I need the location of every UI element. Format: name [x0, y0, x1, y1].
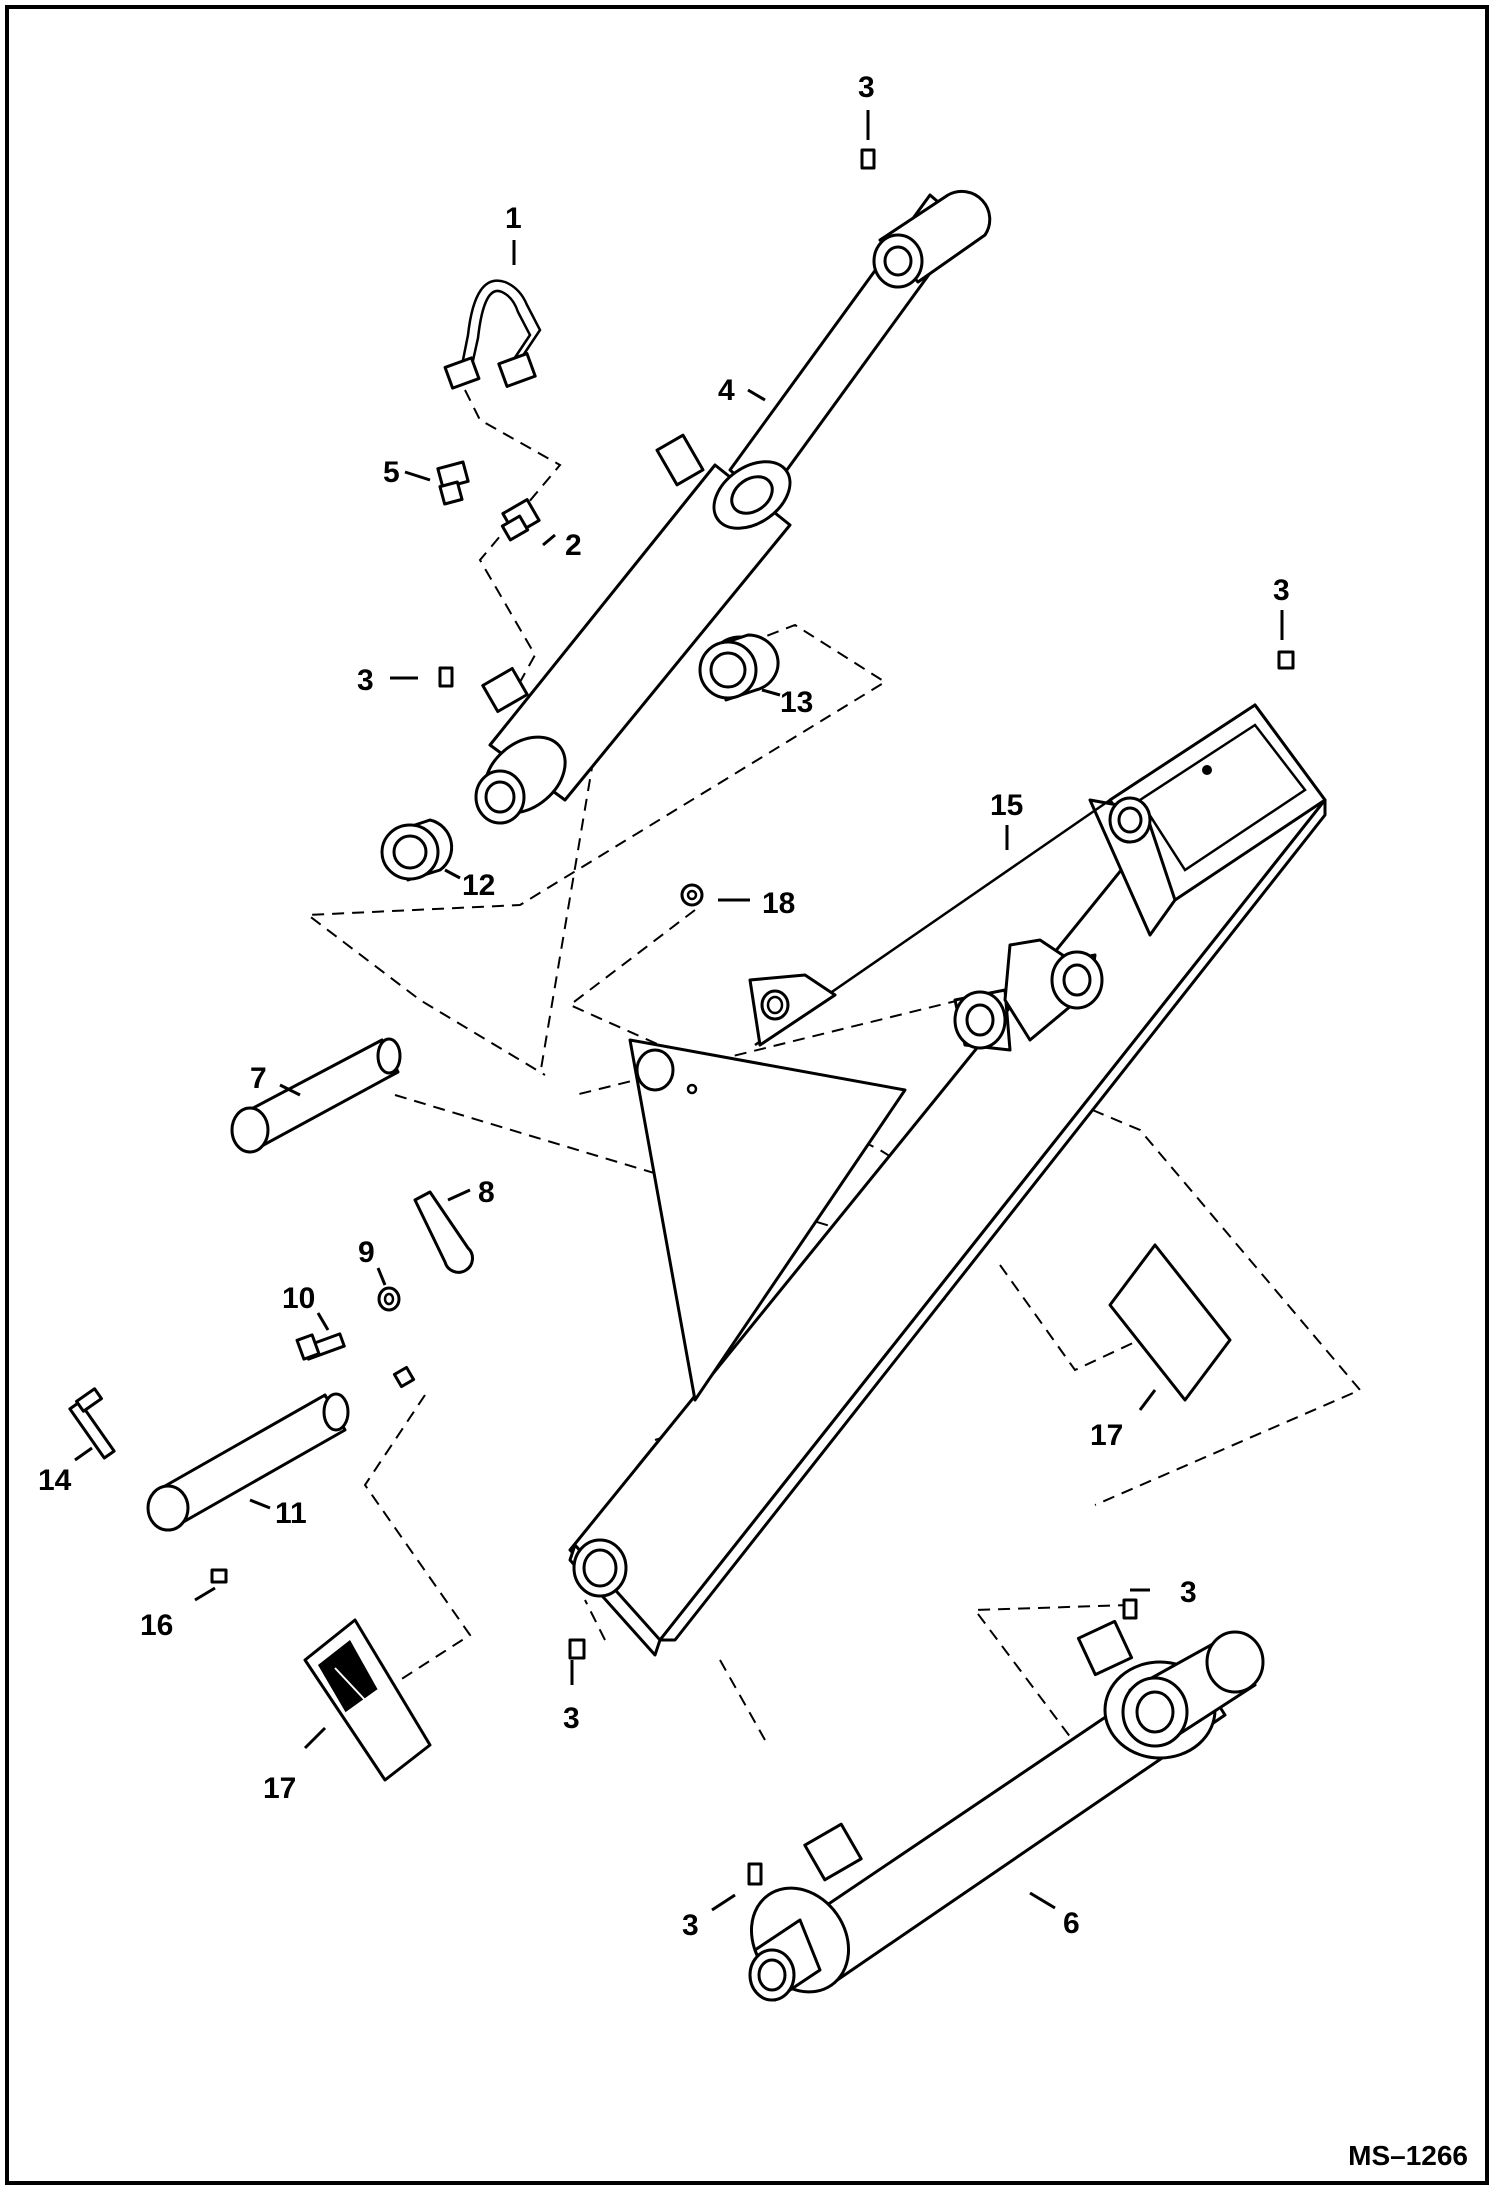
callout-1: 1 — [505, 202, 522, 235]
callout-15: 15 — [990, 789, 1023, 822]
callout-7: 7 — [250, 1062, 267, 1095]
callout-2: 2 — [565, 529, 582, 562]
callout-9: 9 — [358, 1236, 375, 1269]
callout-12: 12 — [462, 869, 495, 902]
callout-3: 3 — [357, 664, 374, 697]
assembly-dashed-lines — [305, 389, 1362, 1752]
callout-17: 17 — [263, 1772, 296, 1805]
callout-14: 14 — [38, 1464, 72, 1497]
diagram-frame — [5, 5, 1489, 2185]
callout-13: 13 — [780, 686, 813, 719]
part-14-bolt — [68, 1387, 116, 1460]
part-2-fitting — [500, 498, 541, 542]
callout-5: 5 — [383, 456, 400, 489]
part-1-hydraulic-hose — [443, 279, 542, 390]
part-16-nut — [210, 1568, 228, 1584]
callout-3: 3 — [563, 1702, 580, 1735]
part-13-bushing — [698, 633, 780, 702]
callout-3: 3 — [682, 1909, 699, 1942]
callout-labels: 3 1 4 5 2 3 3 13 15 12 18 7 8 9 10 14 11… — [38, 71, 1290, 1942]
callout-17: 17 — [1090, 1419, 1123, 1452]
callout-3: 3 — [1180, 1576, 1197, 1609]
callout-4: 4 — [718, 374, 735, 407]
part-9-washer — [377, 1286, 401, 1312]
callout-3: 3 — [858, 71, 875, 104]
callout-3: 3 — [1273, 574, 1290, 607]
callout-16: 16 — [140, 1609, 173, 1642]
callout-6: 6 — [1063, 1907, 1080, 1940]
part-17-decal-right — [1108, 1243, 1232, 1402]
part-10-bolt — [295, 1332, 346, 1361]
part-5-fitting — [436, 460, 470, 506]
part-8-retainer — [413, 1190, 474, 1274]
leader-lines — [74, 110, 1284, 1912]
part-3-grease-fittings — [392, 148, 1295, 1886]
part-18-nut — [680, 883, 704, 907]
callout-18: 18 — [762, 887, 795, 920]
part-12-bushing — [380, 818, 454, 882]
part-17-decal-left — [303, 1618, 432, 1782]
part-11-pin — [146, 1392, 350, 1532]
callout-11: 11 — [275, 1497, 307, 1530]
part-15-boom-arm — [568, 703, 1327, 1657]
callout-10: 10 — [282, 1282, 315, 1315]
part-6-lower-cylinder — [748, 1619, 1265, 2002]
callout-8: 8 — [478, 1176, 495, 1209]
figure-id: MS–1266 — [1348, 2140, 1468, 2171]
part-4-upper-cylinder — [474, 189, 992, 825]
part-7-pivot-pin — [230, 1037, 402, 1154]
